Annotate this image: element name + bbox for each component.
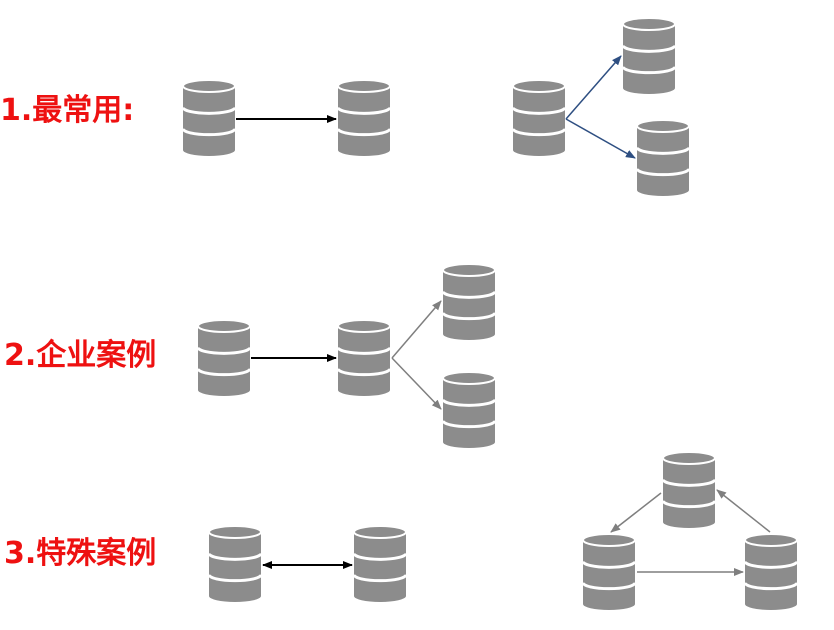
- database-icon-s1-slave-a: [621, 17, 677, 94]
- arrow-layer: [236, 55, 771, 576]
- database-icon-s1-slave-b: [635, 119, 691, 196]
- database-icon-s2-master: [196, 319, 252, 396]
- database-icon-s1-target: [336, 79, 392, 156]
- arrow-s3-bottom-right-to-top: [716, 489, 771, 533]
- arrow-s2-relay-to-slave-a: [391, 300, 442, 359]
- section-3-title: 3.特殊案例: [4, 536, 157, 571]
- database-icon-s2-relay: [336, 319, 392, 396]
- section-2-title: 2.企业案例: [4, 338, 157, 373]
- database-layer: [181, 17, 799, 610]
- database-icon-s3-right: [352, 525, 408, 602]
- arrow-s2-relay-to-slave-b: [391, 357, 442, 410]
- arrow-s1-master-to-slave-b: [565, 118, 636, 159]
- database-icon-s3-bottom-left: [581, 533, 637, 610]
- section-1-title: 1.最常用:: [0, 93, 135, 128]
- database-icon-s3-top: [661, 451, 717, 528]
- database-icon-s1-master: [511, 79, 567, 156]
- database-icon-s2-slave-b: [441, 371, 497, 448]
- database-icon-s2-slave-a: [441, 263, 497, 340]
- arrow-s1-master-to-slave-a: [565, 55, 622, 120]
- arrow-s3-top-to-bottom-left: [610, 492, 662, 533]
- database-icon-s3-bottom-right: [743, 533, 799, 610]
- database-icon-s1-source: [181, 79, 237, 156]
- database-icon-s3-left: [207, 525, 263, 602]
